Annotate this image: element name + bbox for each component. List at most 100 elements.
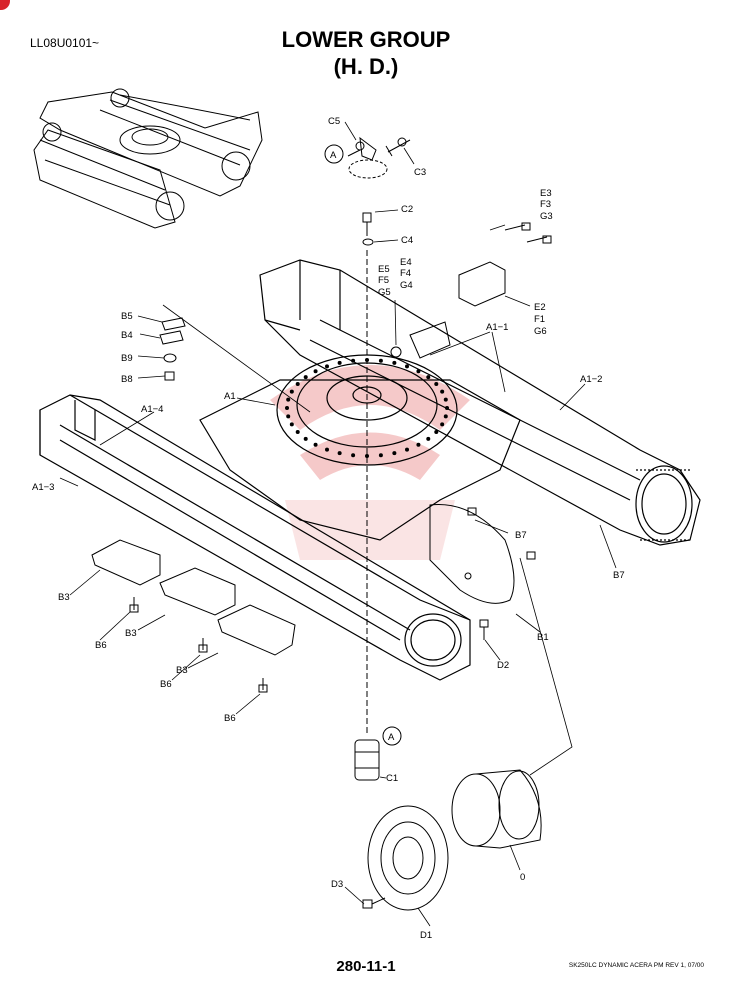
callout-a-bottom: [382, 726, 402, 746]
bolt-hole: [405, 364, 409, 369]
bolt-hole: [434, 430, 439, 434]
bolt-hole: [285, 406, 289, 410]
center-body: [199, 354, 521, 541]
sprocket-d1: [367, 805, 449, 911]
label-b6-a: B6: [95, 640, 107, 651]
bolt-hole: [443, 397, 448, 402]
overview-thumbnail: [33, 88, 263, 229]
bolt-hole: [416, 442, 421, 447]
swing-center-joint-top: [347, 136, 411, 179]
label-b3-c: B3: [176, 665, 188, 676]
label-e4: E4: [400, 257, 412, 268]
track-guides: [91, 539, 296, 656]
label-b6-c: B6: [224, 713, 236, 724]
bolt-hole: [378, 358, 383, 363]
bolt-hole: [445, 406, 449, 410]
bolt-hole: [325, 447, 329, 452]
bolt-hole: [351, 453, 356, 458]
label-c3: C3: [414, 167, 426, 178]
label-c2: C2: [401, 204, 413, 215]
bolts-b7: [467, 507, 536, 560]
page-corner-marker: [0, 0, 10, 10]
page-title: LOWER GROUP (H. D.): [0, 26, 732, 80]
bolt-hole: [286, 414, 291, 419]
bolt-hole: [313, 442, 318, 447]
bolt-hole: [289, 422, 294, 427]
bolt-d3: [362, 897, 386, 909]
bolt-hole: [378, 453, 383, 458]
label-b3-b: B3: [125, 628, 137, 639]
callout-a-top: [324, 144, 344, 164]
bolt-hole: [325, 364, 329, 369]
label-a1: A1: [224, 391, 236, 402]
label-b1: B1: [537, 632, 549, 643]
bearing-bolt-holes: [285, 358, 449, 458]
label-g3: G3: [540, 211, 553, 222]
label-d1: D1: [420, 930, 432, 941]
label-b7-b: B7: [613, 570, 625, 581]
label-c1: C1: [386, 773, 398, 784]
label-b8: B8: [121, 374, 133, 385]
bolt-hole: [365, 358, 369, 362]
bolt-hole: [337, 360, 342, 365]
clip-parts: [159, 317, 186, 381]
label-a-bottom: A: [388, 732, 395, 743]
label-c4: C4: [401, 235, 413, 246]
title-line-1: LOWER GROUP: [281, 27, 451, 52]
bolt-hole: [286, 397, 291, 402]
label-c5: C5: [328, 116, 340, 127]
label-d2: D2: [497, 660, 509, 671]
label-f1: F1: [534, 314, 545, 325]
bolt-hole: [434, 382, 439, 386]
label-f3: F3: [540, 199, 551, 210]
title-line-2: (H. D.): [333, 54, 399, 79]
model-revision-note: SK250LC DYNAMIC ACERA PM REV 1, 07/00: [568, 962, 704, 969]
swivel-joint-c1: [354, 739, 380, 781]
bolt-hole: [443, 414, 448, 419]
document-id: LL08U0101~: [30, 36, 100, 50]
bolt-hole: [416, 369, 421, 374]
track-frame-right: [259, 259, 701, 546]
label-e3: E3: [540, 188, 552, 199]
bolt-hole: [351, 358, 356, 363]
label-g4: G4: [400, 280, 413, 291]
label-e2: E2: [534, 302, 546, 313]
label-a1-4: A1−4: [141, 404, 163, 415]
travel-motor: [451, 769, 542, 849]
label-f4: F4: [400, 268, 411, 279]
bolt-hole: [440, 422, 445, 427]
label-g5: G5: [378, 287, 391, 298]
bolt-hole: [289, 389, 294, 394]
bolt-hole: [295, 430, 300, 434]
bolt-hole: [426, 375, 431, 380]
label-b3-a: B3: [58, 592, 70, 603]
label-d3: D3: [331, 879, 343, 890]
bolt-hole: [365, 454, 369, 458]
label-b6-b: B6: [160, 679, 172, 690]
bolt-c2: [362, 212, 374, 246]
label-b9: B9: [121, 353, 133, 364]
bolt-hole: [295, 382, 300, 386]
page-number: 280-11-1: [336, 958, 396, 975]
bolt-hole: [337, 451, 342, 456]
label-b5: B5: [121, 311, 133, 322]
bolt-hole: [392, 451, 397, 456]
bolt-hole: [313, 369, 318, 374]
label-a1-2: A1−2: [580, 374, 602, 385]
label-a1-1: A1−1: [486, 322, 508, 333]
label-b7-a: B7: [515, 530, 527, 541]
bolt-hole: [392, 360, 397, 365]
bolt-d2: [479, 619, 489, 640]
label-b4: B4: [121, 330, 133, 341]
label-f5: F5: [378, 275, 389, 286]
guard-blocks-e: [390, 222, 552, 359]
idler-wheel-right: [429, 503, 515, 604]
track-frame-left: [39, 394, 471, 681]
bolts-b6: [129, 597, 268, 693]
label-g6: G6: [534, 326, 547, 337]
label-a1-3: A1−3: [32, 482, 54, 493]
bolt-hole: [426, 436, 431, 441]
bolt-hole: [303, 375, 308, 380]
label-a-top: A: [330, 150, 337, 161]
